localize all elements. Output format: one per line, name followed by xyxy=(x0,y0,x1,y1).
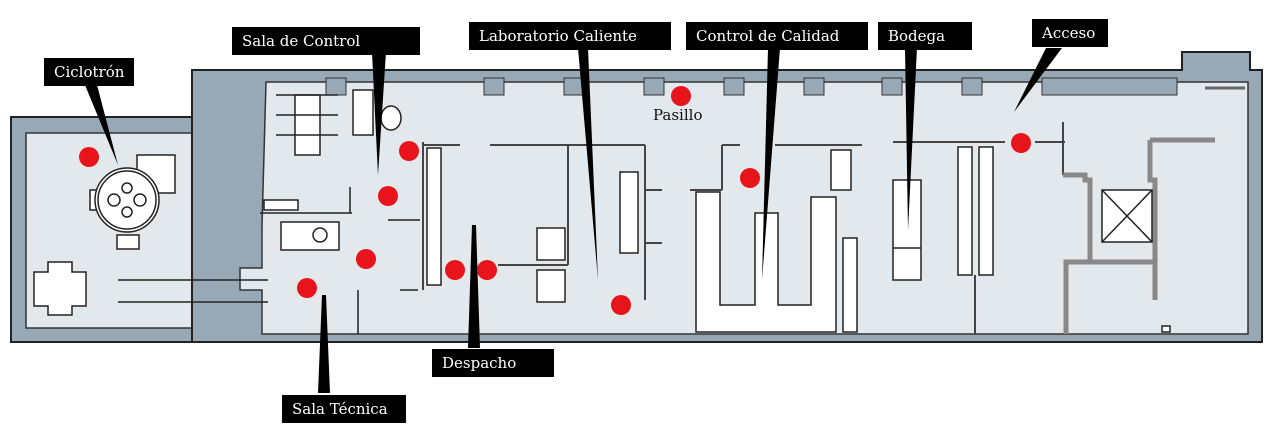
marker xyxy=(79,147,99,167)
label-bodega: Bodega xyxy=(878,22,972,50)
callout-pointers xyxy=(85,48,1062,393)
marker xyxy=(399,141,419,161)
pointer-bodega xyxy=(905,48,917,230)
label-sala-tecnica: Sala Técnica xyxy=(282,395,406,423)
label-laboratorio-caliente: Laboratorio Caliente xyxy=(469,22,671,50)
hot-lab-furniture xyxy=(426,147,639,303)
marker xyxy=(1011,133,1031,153)
marker xyxy=(477,260,497,280)
label-control-calidad: Control de Calidad xyxy=(686,22,868,50)
label-acceso: Acceso xyxy=(1032,19,1108,47)
pointer-acceso xyxy=(1014,48,1062,112)
pointer-despacho xyxy=(468,225,480,348)
pointer-ciclotron xyxy=(85,85,118,165)
marker xyxy=(378,186,398,206)
hot-lab-walls xyxy=(422,142,662,300)
pointer-control-calidad xyxy=(762,48,780,280)
control-room-furniture xyxy=(260,89,420,334)
label-pasillo: Pasillo xyxy=(653,106,703,124)
markers xyxy=(79,86,1031,315)
marker xyxy=(671,86,691,106)
label-sala-control: Sala de Control xyxy=(232,27,420,55)
pointer-sala-tecnica xyxy=(318,295,330,393)
pointer-laboratorio xyxy=(578,48,598,280)
marker xyxy=(611,295,631,315)
quality-control-area xyxy=(690,144,862,333)
marker xyxy=(445,260,465,280)
marker xyxy=(740,168,760,188)
marker xyxy=(356,249,376,269)
label-despacho: Despacho xyxy=(432,349,554,377)
label-ciclotron: Ciclotrón xyxy=(44,58,135,86)
marker xyxy=(297,278,317,298)
cyclotron-equipment xyxy=(33,154,268,316)
pointer-sala-control xyxy=(372,52,386,175)
